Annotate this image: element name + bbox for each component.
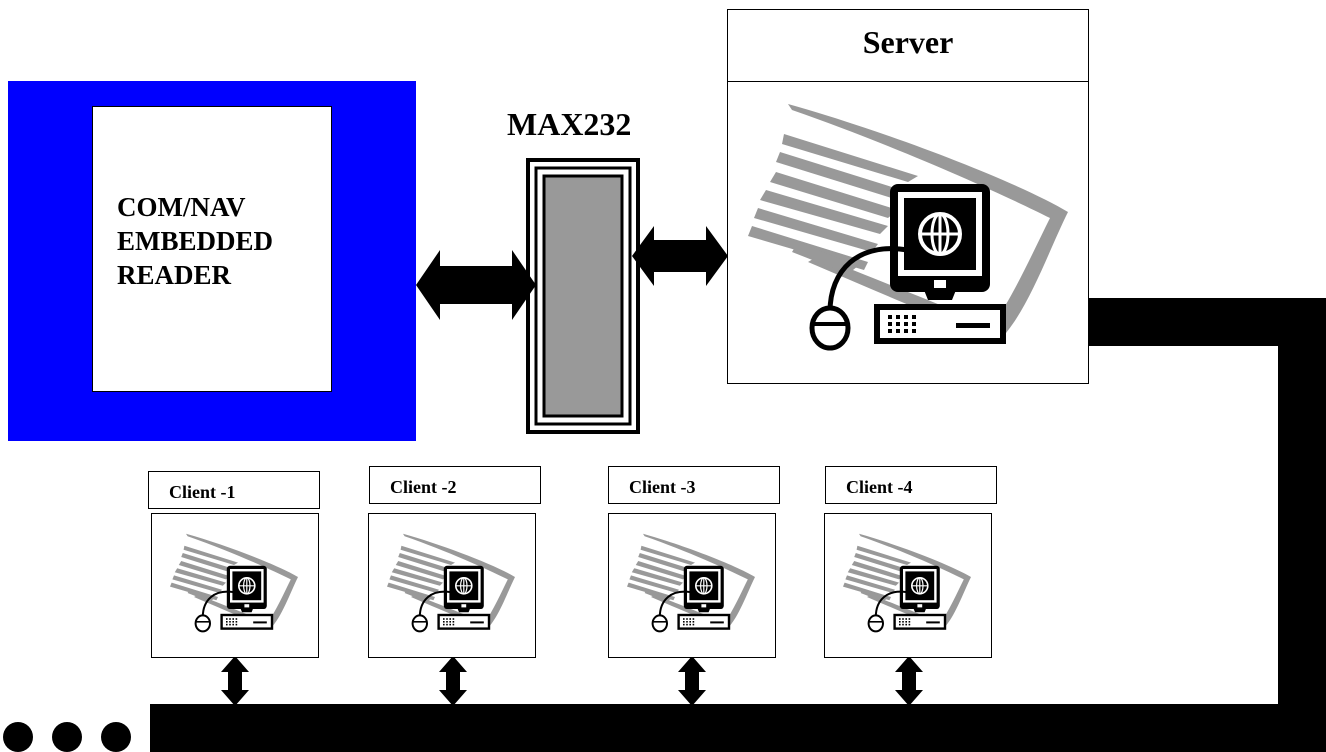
reader-max232-arrow — [416, 250, 536, 320]
dot — [3, 722, 33, 752]
reader-label-line-1: COM/NAV — [117, 192, 246, 222]
client-4-computer-icon — [843, 532, 971, 633]
client-2-title: Client -2 — [369, 466, 541, 504]
server-label: Server — [862, 24, 954, 60]
reader-label-line-2: EMBEDDED — [117, 226, 274, 256]
backbone-bus-right — [1278, 298, 1326, 752]
client-2-computer-icon — [387, 532, 515, 633]
client-1-title: Client -1 — [148, 471, 320, 509]
server-bus-link — [1088, 298, 1326, 346]
ellipsis-dots-icon — [0, 722, 150, 752]
max232-chip — [526, 158, 640, 434]
client-1-computer-icon — [170, 532, 298, 633]
max232-label: MAX232 — [507, 106, 632, 142]
backbone-bus-bottom — [150, 704, 1326, 752]
dot — [52, 722, 82, 752]
max232-server-arrow — [632, 226, 728, 286]
server-title-bar — [727, 9, 1089, 82]
embedded-reader-box — [92, 106, 332, 392]
client-4-title: Client -4 — [825, 466, 997, 504]
reader-label-line-3: READER — [117, 260, 232, 290]
server-computer-icon — [748, 92, 1068, 352]
dot — [101, 722, 131, 752]
embedded-reader-label: COM/NAV EMBEDDED READER — [117, 190, 327, 292]
client-bus-arrows — [221, 656, 923, 706]
client-3-computer-icon — [627, 532, 755, 633]
client-3-title: Client -3 — [608, 466, 780, 504]
